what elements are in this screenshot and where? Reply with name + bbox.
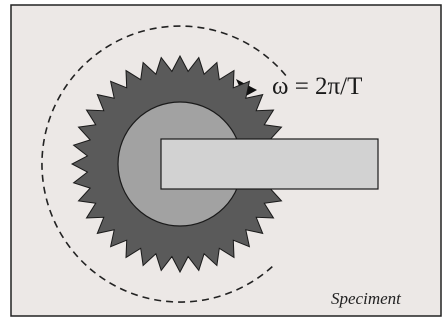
specimen-bar <box>160 138 379 190</box>
angular-velocity-formula: ω = 2π/T <box>272 73 362 100</box>
rotation-dashed-path <box>41 25 288 303</box>
specimen-caption: Speciment <box>331 289 402 308</box>
